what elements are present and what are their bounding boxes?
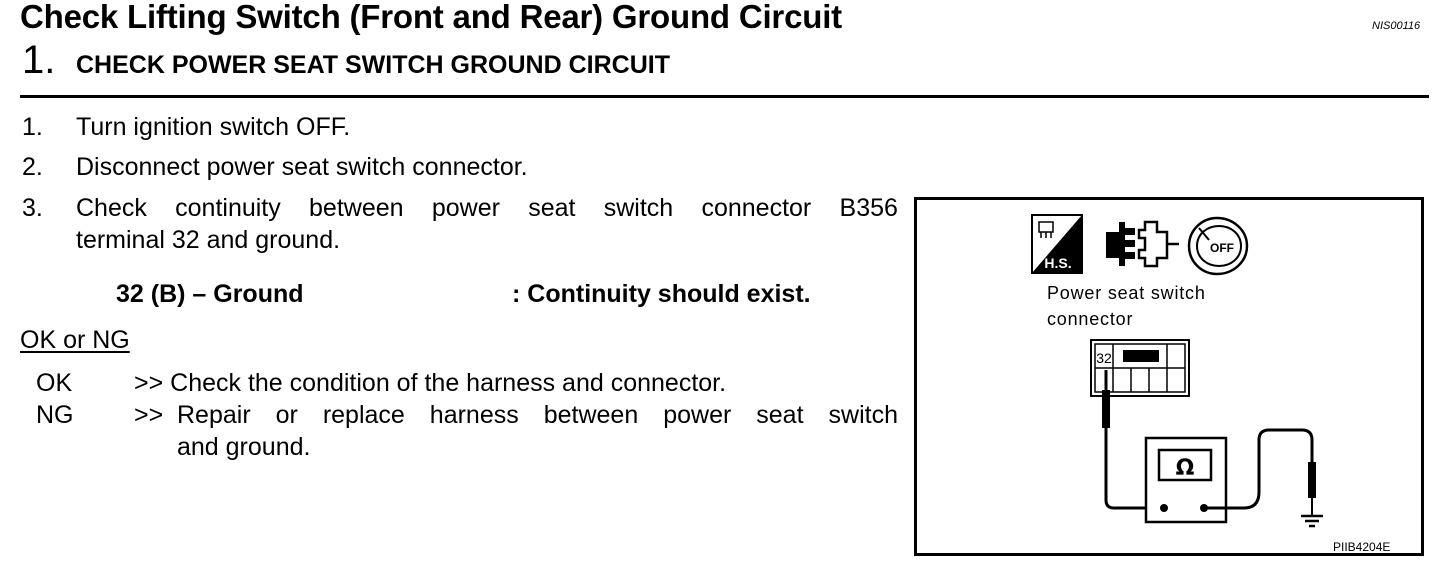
instruction-3-word: between	[309, 194, 404, 222]
instruction-3-number: 3.	[22, 194, 43, 222]
instruction-3-word: connector	[701, 194, 812, 222]
step-title: CHECK POWER SEAT SWITCH GROUND CIRCUIT	[76, 51, 670, 79]
ng-action-word: switch	[828, 401, 898, 429]
probe-wire-right	[1204, 428, 1316, 516]
connector-label-line-1: Power seat switch	[1047, 283, 1206, 303]
ok-action: >> Check the condition of the harness an…	[134, 369, 727, 397]
circuit-diagram: H.S. OFF 32	[1031, 214, 1323, 528]
instruction-1-number: 1.	[22, 113, 43, 141]
wiring-figure: H.S. OFF 32	[914, 197, 1424, 556]
ng-action-line-1: Repair or replace harness between power …	[177, 401, 898, 430]
ohm-symbol: Ω	[1176, 456, 1195, 481]
divider-rule	[20, 95, 1429, 98]
page-title: Check Lifting Switch (Front and Rear) Gr…	[20, 0, 842, 35]
hs-icon: H.S.	[1031, 214, 1083, 274]
connector-label-line-2: connector	[1047, 309, 1134, 329]
ng-action-word: power	[663, 401, 732, 429]
spec-terminal: 32 (B) – Ground	[116, 280, 304, 308]
probe-wire-left	[1102, 370, 1164, 510]
ng-action-word: Repair	[177, 401, 251, 429]
ng-action-line-2: and ground.	[177, 433, 311, 461]
ground-icon	[1301, 514, 1323, 528]
ng-action-word: replace	[322, 401, 405, 429]
terminal-32-label: 32	[1096, 350, 1112, 366]
instruction-2-text: Disconnect power seat switch connector.	[76, 153, 528, 181]
figure-code: PIIB4204E	[1333, 540, 1391, 554]
power-seat-switch-connector: 32	[1090, 339, 1190, 397]
ok-label: OK	[36, 369, 73, 397]
instruction-3-line-1: Check continuity between power seat swit…	[76, 194, 898, 223]
instruction-1-text: Turn ignition switch OFF.	[76, 113, 351, 141]
disconnect-connector-icon	[1106, 220, 1179, 268]
instruction-3-word: power	[431, 194, 500, 222]
instruction-3-word: B356	[839, 194, 898, 222]
ng-action-word: or	[275, 401, 298, 429]
ng-action-word: between	[543, 401, 639, 429]
ng-label: NG	[36, 401, 74, 429]
ignition-off-icon: OFF	[1187, 216, 1249, 276]
instruction-3-word: switch	[603, 194, 674, 222]
instruction-3-word: seat	[528, 194, 576, 222]
ng-arrow: >>	[134, 401, 164, 429]
instruction-2-number: 2.	[22, 153, 43, 181]
step-number: 1.	[22, 38, 56, 82]
off-icon-label: OFF	[1210, 241, 1234, 255]
instruction-3-word: continuity	[175, 194, 281, 222]
ng-action-word: harness	[429, 401, 519, 429]
ng-action-word: seat	[756, 401, 804, 429]
hs-icon-label: H.S.	[1044, 255, 1071, 271]
instruction-3-line-2: terminal 32 and ground.	[76, 226, 341, 254]
reference-code: NIS00116	[1372, 20, 1421, 32]
spec-result: : Continuity should exist.	[512, 280, 811, 308]
instruction-3-word: Check	[76, 194, 147, 222]
ok-ng-heading: OK or NG	[20, 326, 130, 354]
